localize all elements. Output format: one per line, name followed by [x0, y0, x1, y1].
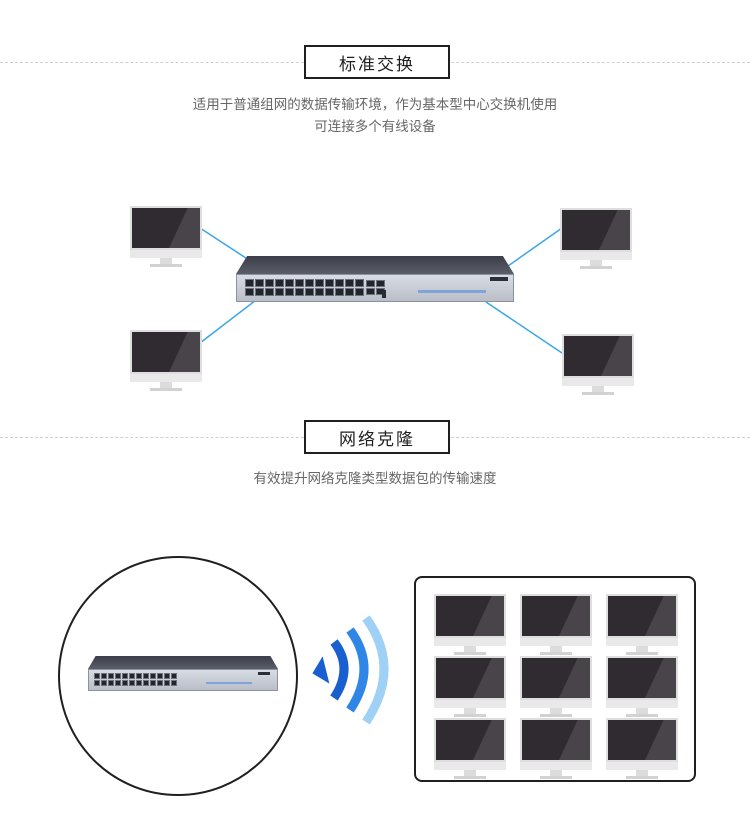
switch-port	[315, 279, 324, 287]
switch-port	[315, 288, 324, 296]
switch-port	[265, 279, 274, 287]
switch-port	[305, 279, 314, 287]
monitor-icon	[520, 656, 592, 718]
switch-port	[275, 288, 284, 296]
switch-circle-frame	[58, 556, 298, 796]
switch-port	[136, 680, 142, 686]
switch-port	[265, 288, 274, 296]
connection-lines	[199, 227, 563, 354]
switch-port	[255, 288, 264, 296]
switch-port	[295, 288, 304, 296]
network-switch-icon	[88, 656, 278, 692]
switch-port	[94, 673, 100, 679]
switch-port	[275, 279, 284, 287]
switch-port	[335, 288, 344, 296]
monitor-icon	[130, 330, 202, 392]
section1-description-line2: 可连接多个有线设备	[314, 119, 436, 135]
switch-port	[101, 673, 107, 679]
monitor-icon	[130, 206, 202, 268]
monitor-icon	[434, 594, 506, 656]
switch-port	[295, 279, 304, 287]
switch-port	[355, 288, 364, 296]
switch-port	[355, 279, 364, 287]
switch-port	[345, 279, 354, 287]
switch-port	[108, 680, 114, 686]
section1-title: 标准交换	[304, 45, 450, 79]
switch-port	[164, 680, 170, 686]
switch-port	[122, 680, 128, 686]
switch-port	[164, 673, 170, 679]
section2-description: 有效提升网络克隆类型数据包的传输速度	[253, 471, 497, 487]
switch-port	[335, 279, 344, 287]
monitor-icon	[520, 718, 592, 780]
switch-port	[115, 680, 121, 686]
wifi-signal-icon	[312, 615, 389, 725]
switch-port	[136, 673, 142, 679]
switch-port	[157, 680, 163, 686]
monitor-icon	[520, 594, 592, 656]
switch-port	[305, 288, 314, 296]
switch-port	[245, 279, 254, 287]
section2-title: 网络克隆	[304, 420, 450, 454]
monitor-icon	[560, 208, 632, 270]
monitor-icon	[434, 718, 506, 780]
monitor-icon	[606, 718, 678, 780]
monitor-icon	[562, 334, 634, 396]
link-line-top-left	[199, 227, 253, 263]
switch-port	[150, 680, 156, 686]
switch-port	[143, 673, 149, 679]
switch-port	[245, 288, 254, 296]
switch-port	[101, 680, 107, 686]
switch-port	[171, 680, 177, 686]
switch-port	[129, 673, 135, 679]
switch-port	[150, 673, 156, 679]
switch-port	[285, 279, 294, 287]
monitor-icon	[434, 656, 506, 718]
switch-port	[129, 680, 135, 686]
link-line-bottom-right	[485, 301, 563, 354]
link-line-bottom-left	[199, 299, 257, 344]
switch-port	[94, 680, 100, 686]
switch-port	[115, 673, 121, 679]
monitor-icon	[606, 656, 678, 718]
switch-port	[122, 673, 128, 679]
switch-port	[108, 673, 114, 679]
switch-port	[285, 288, 294, 296]
switch-port	[325, 279, 334, 287]
network-switch-icon	[236, 256, 514, 304]
switch-port	[325, 288, 334, 296]
switch-port	[171, 673, 177, 679]
switch-port	[255, 279, 264, 287]
section1-description-line1: 适用于普通组网的数据传输环境，作为基本型中心交换机使用	[192, 97, 558, 113]
link-line-top-right	[507, 227, 563, 267]
monitor-grid-panel	[414, 576, 696, 782]
switch-port	[157, 673, 163, 679]
switch-port	[143, 680, 149, 686]
monitor-icon	[606, 594, 678, 656]
switch-port	[345, 288, 354, 296]
